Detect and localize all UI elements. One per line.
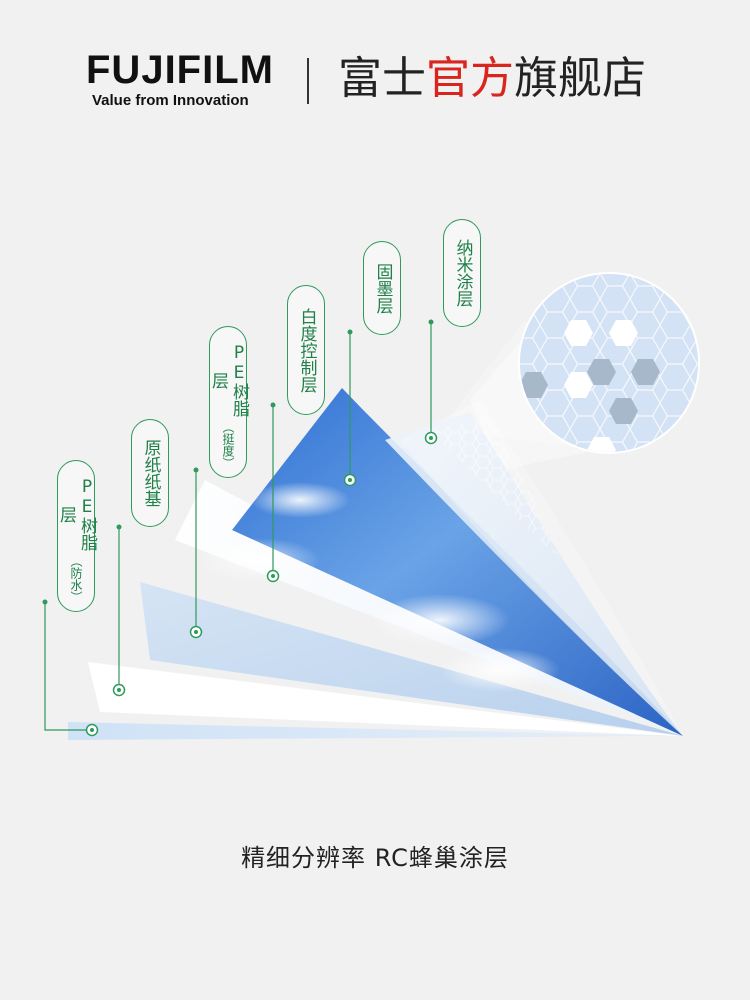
header: FUJIFILM Value from Innovation 富士官方旗舰店 bbox=[0, 0, 750, 130]
header-divider bbox=[307, 58, 309, 104]
layer-label-base-paper: 原纸纸基 bbox=[131, 419, 169, 527]
layer-label-whiteness: 白度控制层 bbox=[287, 285, 325, 415]
layer-label-sub: （防水） bbox=[69, 555, 83, 604]
layer-label-text: 纳米涂层 bbox=[452, 239, 473, 307]
feature-caption: 精细分辨率 RC蜂巢涂层 bbox=[241, 844, 509, 872]
layer-label-ink-fixing: 固墨层 bbox=[363, 241, 401, 335]
brand-tagline: Value from Innovation bbox=[92, 92, 249, 109]
layer-label-text: PE树脂层 bbox=[56, 477, 97, 552]
layer-label-text: 固墨层 bbox=[372, 262, 393, 314]
store-name-part3: 旗舰店 bbox=[514, 53, 646, 104]
layer-label-pe-waterproof: PE树脂层 （防水） bbox=[56, 460, 97, 612]
layer-label-text: 白度控制层 bbox=[296, 307, 317, 393]
layer-label-sub: （挺度） bbox=[221, 421, 235, 470]
layer-label-text: 原纸纸基 bbox=[140, 439, 161, 507]
store-name-part1: 富士 bbox=[338, 53, 426, 104]
layer-label-nano-coating: 纳米涂层 bbox=[443, 219, 481, 327]
layer-label-text: PE树脂层 bbox=[208, 343, 249, 418]
store-name: 富士官方旗舰店 bbox=[338, 54, 646, 104]
fujifilm-logo: FUJIFILM bbox=[86, 48, 274, 92]
store-name-part2: 官方 bbox=[426, 53, 514, 104]
layer-label-pe-stiffness: PE树脂层 （挺度） bbox=[208, 326, 249, 478]
